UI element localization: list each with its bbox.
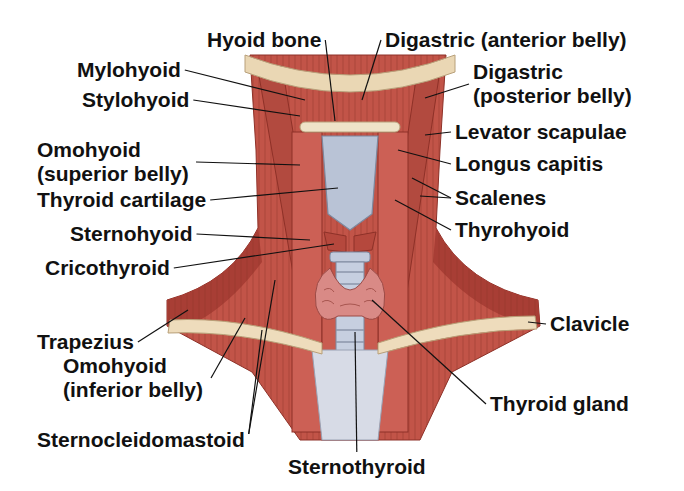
part-label: Thyrohyoid bbox=[455, 218, 569, 242]
muscle-fibres bbox=[167, 55, 540, 440]
gland-lobules bbox=[322, 288, 376, 306]
part-label: Levator scapulae bbox=[455, 120, 627, 144]
manubrium bbox=[312, 350, 388, 440]
part-label: Sternohyoid bbox=[70, 222, 193, 246]
leader-line bbox=[325, 40, 335, 121]
leader-line bbox=[425, 132, 451, 135]
part-label: Digastric (posterior belly) bbox=[473, 60, 635, 108]
leader-line bbox=[355, 332, 357, 452]
leader-line bbox=[398, 150, 451, 164]
leader-line bbox=[249, 330, 262, 434]
leader-line bbox=[362, 40, 381, 100]
leader-line bbox=[211, 318, 245, 378]
part-label: Longus capitis bbox=[455, 152, 603, 176]
hyoid bbox=[300, 122, 400, 132]
leader-line bbox=[185, 70, 305, 100]
part-label: Mylohyoid bbox=[77, 58, 181, 82]
leader-line bbox=[174, 244, 334, 268]
leader-line bbox=[412, 178, 451, 198]
cricoid bbox=[330, 252, 370, 262]
thyroid-gland bbox=[315, 268, 384, 319]
leader-line bbox=[249, 280, 275, 434]
part-label: Omohyoid (inferior belly) bbox=[63, 354, 207, 402]
leader-line bbox=[420, 196, 451, 198]
part-label: Cricothyroid bbox=[45, 256, 170, 280]
leader-line bbox=[425, 84, 469, 98]
neck-muscles bbox=[167, 55, 540, 440]
leader-line bbox=[395, 200, 451, 230]
part-label: Thyroid cartilage bbox=[37, 188, 206, 212]
leader-line bbox=[210, 188, 338, 200]
part-label: Sternocleidomastoid bbox=[37, 428, 245, 452]
leader-line bbox=[197, 234, 311, 240]
cricothyroid bbox=[324, 232, 376, 252]
mandible bbox=[245, 55, 455, 92]
part-label: Trapezius bbox=[37, 330, 134, 354]
part-label: Thyroid gland bbox=[490, 392, 629, 416]
part-label: Omohyoid (superior belly) bbox=[37, 138, 192, 186]
clavicle-left bbox=[168, 319, 322, 354]
leader-line bbox=[196, 162, 300, 165]
leader-line bbox=[193, 100, 300, 116]
leader-line bbox=[138, 310, 188, 342]
part-label: Hyoid bone bbox=[207, 28, 321, 52]
part-label: Sternothyroid bbox=[288, 455, 426, 479]
part-label: Clavicle bbox=[550, 312, 629, 336]
part-label: Digastric (anterior belly) bbox=[385, 28, 627, 52]
leader-line bbox=[372, 300, 486, 404]
thyroid-cartilage bbox=[322, 136, 378, 230]
clavicle-right bbox=[378, 316, 537, 354]
leader-line bbox=[528, 322, 546, 324]
part-label: Stylohyoid bbox=[82, 88, 189, 112]
part-label: Scalenes bbox=[455, 186, 546, 210]
